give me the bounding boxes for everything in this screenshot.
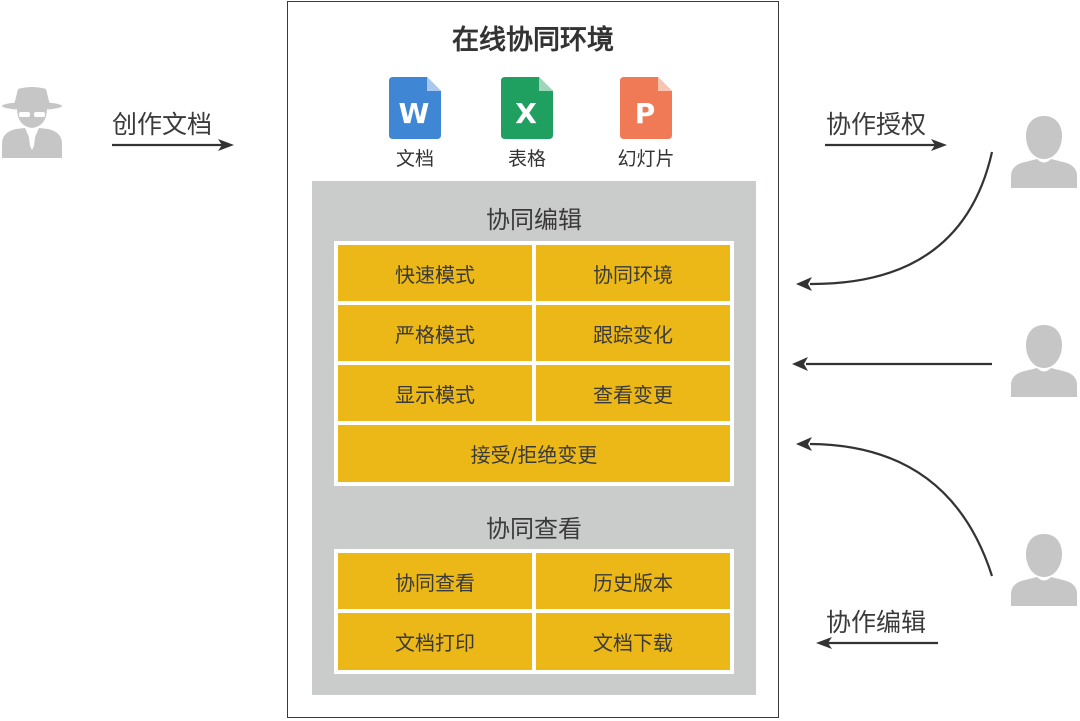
collab-env-cell[interactable]: 协同环境 bbox=[536, 245, 730, 301]
collab-edit-label: 协作编辑 bbox=[826, 608, 927, 637]
env-title: 在线协同环境 bbox=[452, 25, 614, 56]
user-icon bbox=[1011, 325, 1077, 397]
sheet-label: 表格 bbox=[507, 148, 546, 170]
slides-letter: P bbox=[635, 97, 656, 130]
sheet-doc-icon[interactable]: X bbox=[501, 77, 553, 139]
slides-label: 幻灯片 bbox=[617, 148, 675, 170]
create-doc-arrow bbox=[112, 139, 234, 151]
connector-arrows bbox=[792, 151, 994, 577]
user-icon bbox=[1011, 534, 1077, 606]
doc-label: 文档 bbox=[395, 148, 434, 170]
collab-auth-label: 协作授权 bbox=[826, 110, 927, 139]
collab-auth-arrow bbox=[825, 139, 947, 151]
collab-edit-arrow bbox=[816, 637, 938, 649]
doc-print-cell[interactable]: 文档打印 bbox=[338, 613, 532, 670]
track-changes-cell[interactable]: 跟踪变化 bbox=[536, 305, 730, 361]
display-mode-cell[interactable]: 显示模式 bbox=[338, 365, 532, 421]
word-letter: W bbox=[399, 97, 430, 130]
collab-view-cell[interactable]: 协同查看 bbox=[338, 553, 532, 609]
doc-download-cell[interactable]: 文档下载 bbox=[536, 613, 730, 670]
anonymous-user-icon bbox=[2, 87, 62, 158]
strict-mode-cell[interactable]: 严格模式 bbox=[338, 305, 532, 361]
accept-reject-changes-cell[interactable]: 接受/拒绝变更 bbox=[338, 425, 730, 482]
collab-view-title: 协同查看 bbox=[486, 515, 582, 543]
fast-mode-cell[interactable]: 快速模式 bbox=[338, 245, 532, 301]
history-version-cell[interactable]: 历史版本 bbox=[536, 553, 730, 609]
collab-edit-grid: 快速模式 协同环境 严格模式 跟踪变化 显示模式 查看变更 接受/拒绝变更 bbox=[334, 241, 734, 486]
word-doc-icon[interactable]: W bbox=[389, 77, 441, 139]
sheet-letter: X bbox=[515, 97, 537, 130]
create-doc-label: 创作文档 bbox=[112, 110, 213, 139]
user-icon bbox=[1011, 116, 1077, 188]
collab-edit-title: 协同编辑 bbox=[486, 206, 582, 234]
collab-view-grid: 协同查看 历史版本 文档打印 文档下载 bbox=[334, 549, 734, 674]
slides-doc-icon[interactable]: P bbox=[620, 77, 672, 139]
view-changes-cell[interactable]: 查看变更 bbox=[536, 365, 730, 421]
